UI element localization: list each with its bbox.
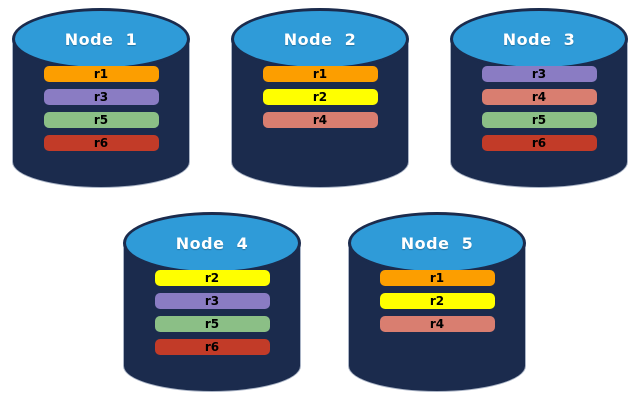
node-4-cylinder-top: Node 4 (123, 212, 301, 274)
node-1-replica-list: r1 r3 r5 r6 (12, 66, 190, 158)
node-2-replica-list: r1 r2 r4 (231, 66, 409, 135)
replica-bar: r4 (379, 316, 495, 332)
node-2-cylinder-top: Node 2 (231, 8, 409, 70)
node-4-replica-list: r2 r3 r5 r6 (123, 270, 301, 362)
node-5-label: Node 5 (400, 233, 474, 253)
replica-bar: r5 (154, 316, 270, 332)
node-1-cylinder-top: Node 1 (12, 8, 190, 70)
node-3-label: Node 3 (502, 29, 576, 49)
replica-bar: r3 (154, 293, 270, 309)
replica-bar: r4 (481, 89, 597, 105)
replica-bar: r6 (43, 135, 159, 151)
node-4-cylinder: Node 4 r2 r3 r5 r6 (123, 212, 301, 392)
replica-bar: r2 (154, 270, 270, 286)
node-5-replica-list: r1 r2 r4 (348, 270, 526, 339)
node-4-label: Node 4 (175, 233, 249, 253)
replica-bar: r4 (262, 112, 378, 128)
node-3-cylinder: Node 3 r3 r4 r5 r6 (450, 8, 628, 188)
node-1-cylinder: Node 1 r1 r3 r5 r6 (12, 8, 190, 188)
replica-bar: r1 (43, 66, 159, 82)
replica-bar: r6 (481, 135, 597, 151)
replica-bar: r2 (262, 89, 378, 105)
node-5-cylinder-top: Node 5 (348, 212, 526, 274)
node-3-cylinder-top: Node 3 (450, 8, 628, 70)
node-3-replica-list: r3 r4 r5 r6 (450, 66, 628, 158)
replica-bar: r3 (481, 66, 597, 82)
node-2-cylinder: Node 2 r1 r2 r4 (231, 8, 409, 188)
replica-bar: r5 (481, 112, 597, 128)
replica-bar: r6 (154, 339, 270, 355)
replica-bar: r1 (262, 66, 378, 82)
node-5-cylinder: Node 5 r1 r2 r4 (348, 212, 526, 392)
replica-bar: r2 (379, 293, 495, 309)
node-1-label: Node 1 (64, 29, 138, 49)
replica-bar: r3 (43, 89, 159, 105)
replica-bar: r5 (43, 112, 159, 128)
replica-bar: r1 (379, 270, 495, 286)
node-2-label: Node 2 (283, 29, 357, 49)
